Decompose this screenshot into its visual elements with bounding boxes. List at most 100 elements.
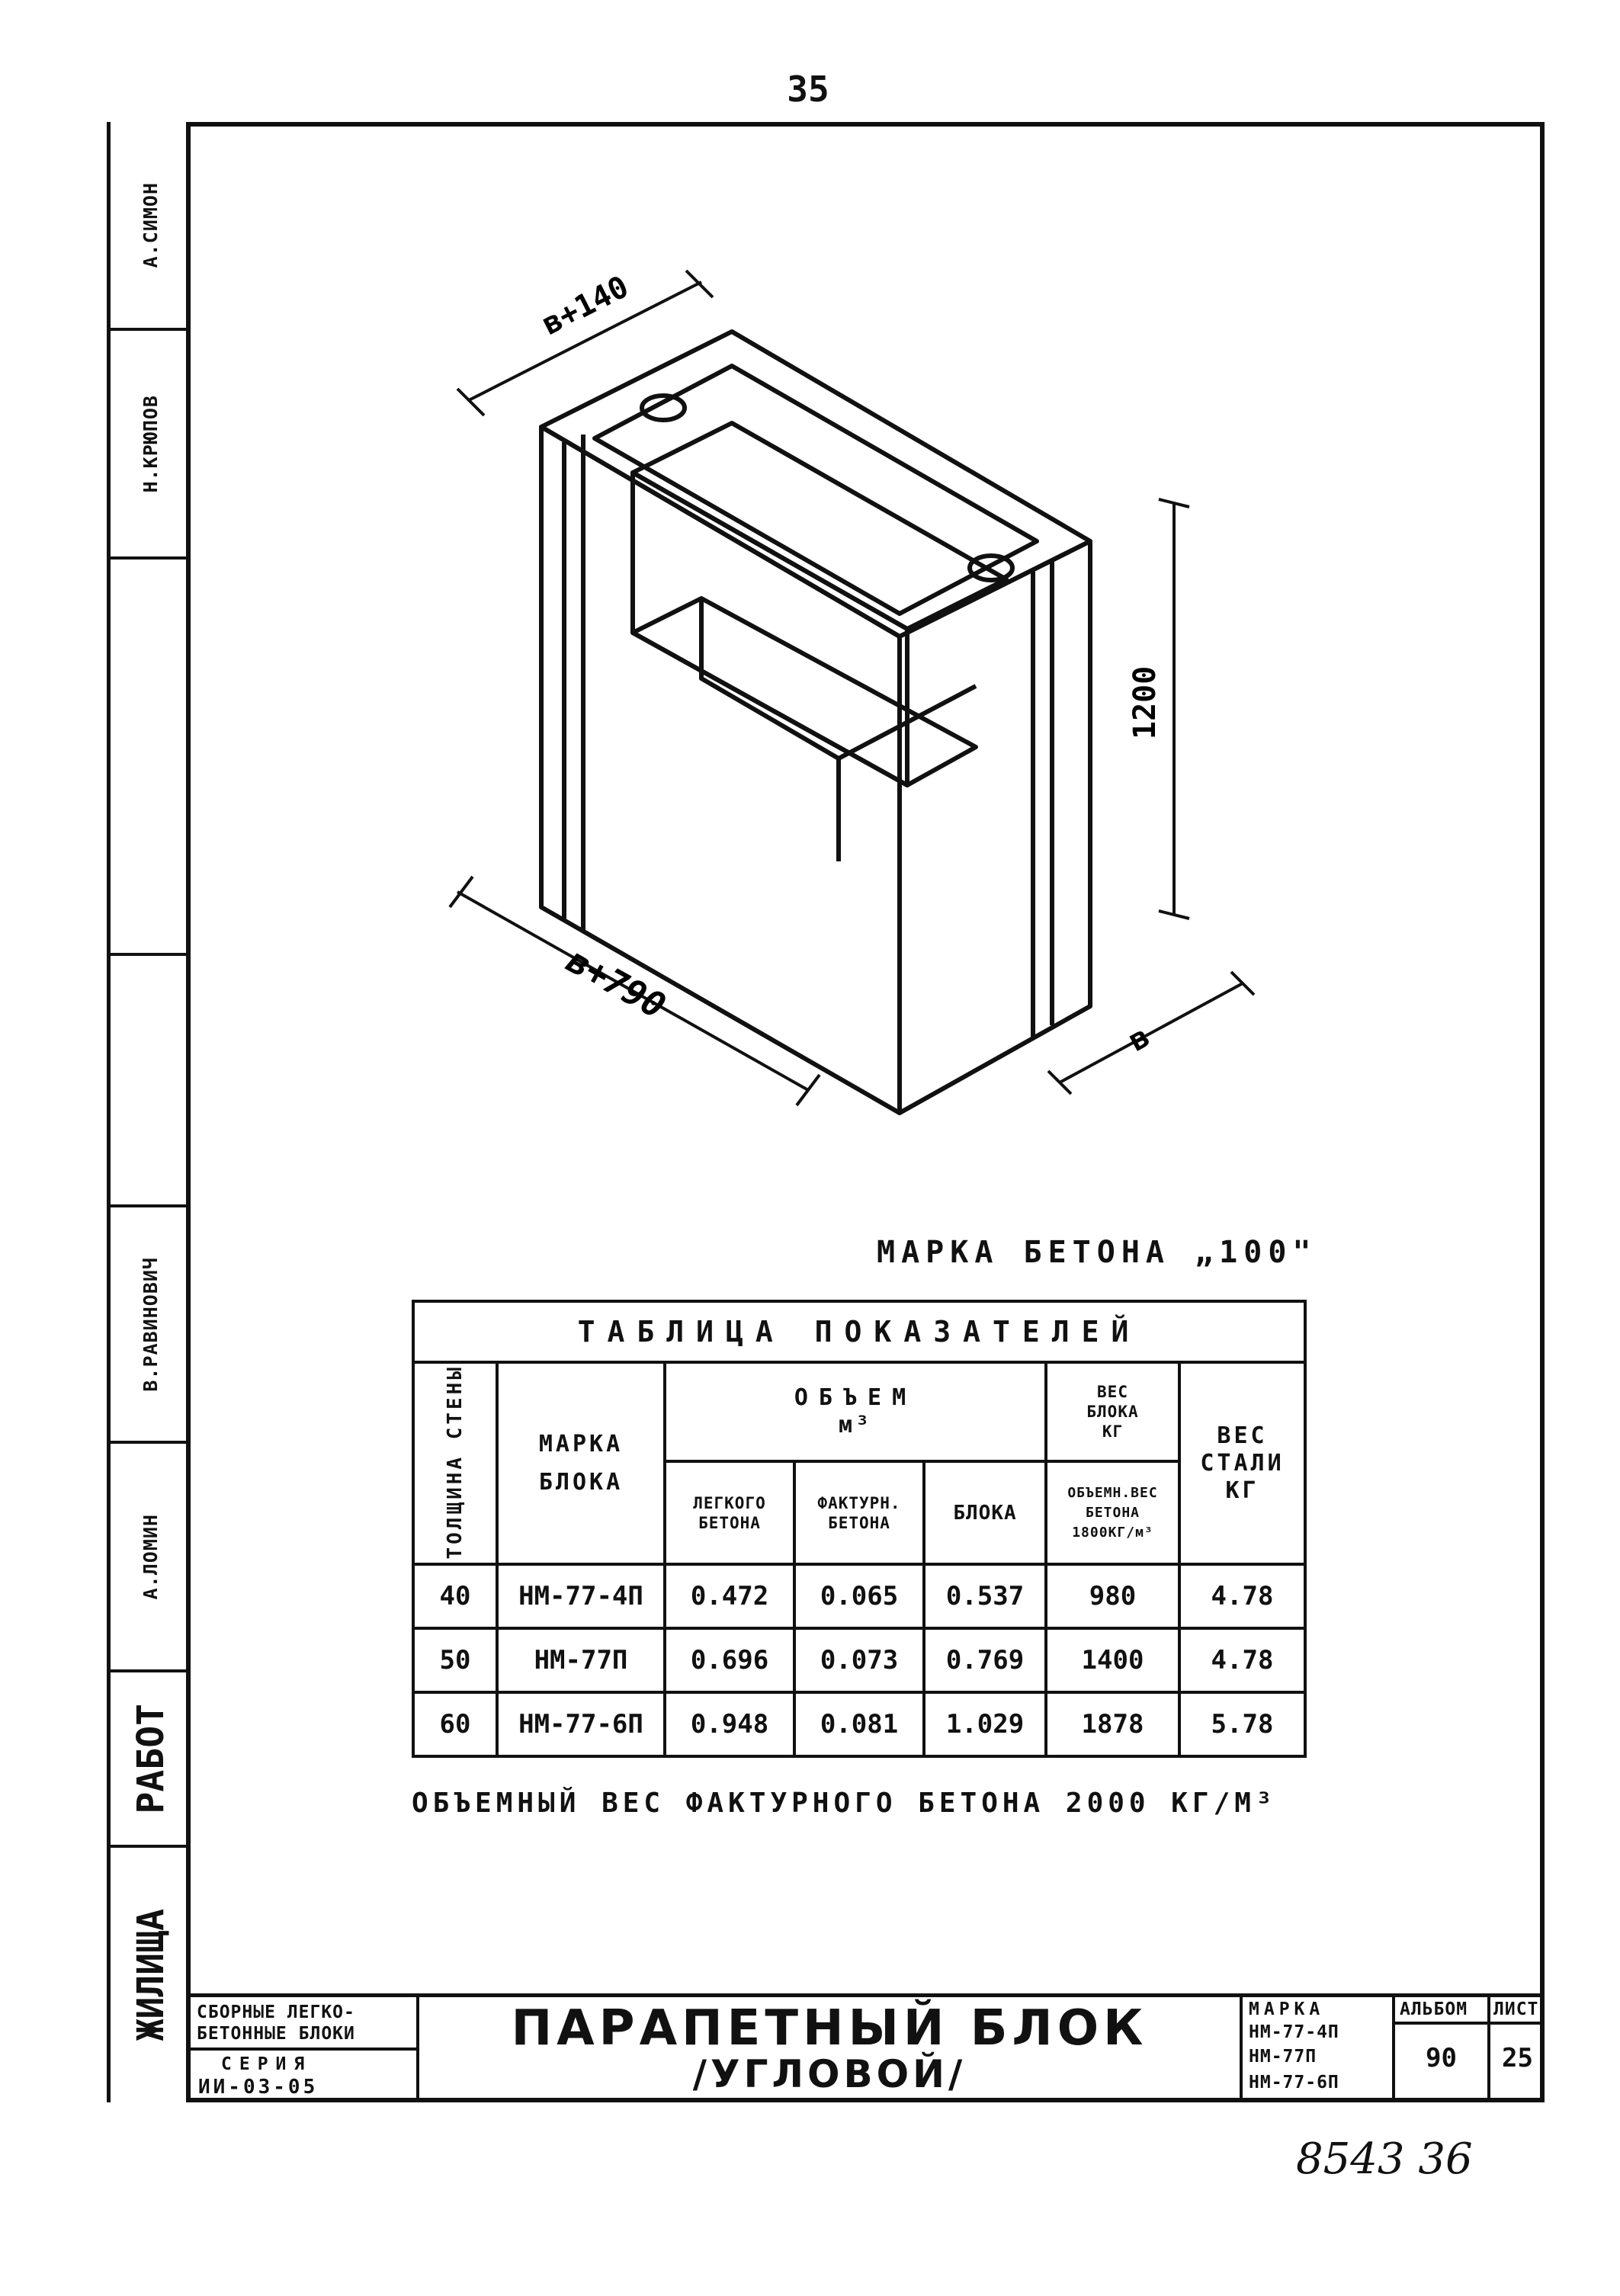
series-divider xyxy=(191,2047,416,2051)
indicators-table: ТАБЛИЦА ПОКАЗАТЕЛЕЙ ТОЛЩИНА СТЕНЫ МАРКА … xyxy=(412,1300,1307,1758)
title-block-album: АЛЬБОМ 90 xyxy=(1395,1997,1490,2102)
dim-line-base xyxy=(457,890,809,1092)
block-top-rim xyxy=(539,329,1092,639)
album-value: 90 xyxy=(1426,2043,1457,2073)
header-block: БЛОКА xyxy=(922,1460,1047,1566)
header-steel-line1: ВЕС xyxy=(1217,1422,1268,1449)
table-row: 50 НМ-77П 0.696 0.073 0.769 1400 4.78 xyxy=(412,1627,1307,1694)
recess-front xyxy=(630,470,909,787)
signature-1: А.СИМОН xyxy=(140,181,162,268)
album-divider xyxy=(1395,2022,1487,2025)
series-desc-line2: БЕТОННЫЕ БЛОКИ xyxy=(197,2024,355,2044)
sheet-number: 35 xyxy=(787,69,829,110)
recess-floor xyxy=(630,596,978,787)
header-weight-sub-line1: ОБЪЕМН.ВЕС xyxy=(1067,1484,1158,1501)
mark-item-2: НМ-77П xyxy=(1249,2047,1317,2067)
block-side-face xyxy=(897,539,1092,1115)
cell-block: 0.769 xyxy=(922,1627,1047,1694)
header-weight-line2: БЛОКА xyxy=(1086,1403,1139,1421)
cell-light: 0.472 xyxy=(663,1563,796,1630)
mark-item-3: НМ-77-6П xyxy=(1249,2073,1339,2092)
title-block: СБОРНЫЕ ЛЕГКО- БЕТОННЫЕ БЛОКИ СЕРИЯ ИИ-0… xyxy=(191,1993,1545,2102)
header-weight-sub-line2: БЕТОНА xyxy=(1085,1504,1140,1521)
dim-label-depth: в xyxy=(1123,1019,1156,1059)
header-light-concrete: ЛЕГКОГО БЕТОНА xyxy=(663,1460,796,1566)
table-row: 60 НМ-77-6П 0.948 0.081 1.029 1878 5.78 xyxy=(412,1691,1307,1758)
header-weight-sub-line3: 1800КГ/м³ xyxy=(1072,1524,1153,1541)
cell-light: 0.696 xyxy=(663,1627,796,1694)
header-mark-line1: МАРКА xyxy=(538,1430,624,1457)
header-volume-line2: м³ xyxy=(838,1412,873,1438)
drawing-subtitle: /УГЛОВОЙ/ xyxy=(692,2052,967,2096)
drawing-frame xyxy=(186,122,1545,2102)
stamp-line-1: ЖИЛИЩА xyxy=(129,1909,172,2041)
sheet-value: 25 xyxy=(1502,2043,1533,2073)
cell-steel: 4.78 xyxy=(1178,1563,1307,1630)
header-light-line2: БЕТОНА xyxy=(698,1513,761,1532)
cell-mark: НМ-77П xyxy=(496,1627,666,1694)
step-line-2 xyxy=(837,684,977,761)
margin-cell-6: А.ЛОМИН xyxy=(111,1441,191,1669)
header-thickness: ТОЛЩИНА СТЕНЫ xyxy=(412,1361,499,1566)
sheet-header: ЛИСТ xyxy=(1493,1999,1539,2019)
cell-weight: 1400 xyxy=(1044,1627,1181,1694)
cell-thickness: 50 xyxy=(412,1627,499,1694)
margin-cell-5: В.РАВИНОВИЧ xyxy=(111,1204,191,1441)
header-weight-line3: КГ xyxy=(1102,1422,1124,1441)
header-steel-line3: КГ xyxy=(1225,1477,1259,1504)
title-block-series: СБОРНЫЕ ЛЕГКО- БЕТОННЫЕ БЛОКИ СЕРИЯ ИИ-0… xyxy=(191,1997,419,2102)
left-margin-strip: А.СИМОН Н.КРЮПОВ В.РАВИНОВИЧ А.ЛОМИН РАБ… xyxy=(107,122,191,2102)
signature-2: Н.КРЮПОВ xyxy=(140,394,162,493)
signature-3: В.РАВИНОВИЧ xyxy=(140,1256,162,1392)
dim-label-height: 1200 xyxy=(1128,666,1163,739)
margin-cell-3 xyxy=(111,556,191,953)
margin-cell-2: Н.КРЮПОВ xyxy=(111,328,191,556)
series-desc-line1: СБОРНЫЕ ЛЕГКО- xyxy=(197,2003,355,2022)
cell-weight: 980 xyxy=(1044,1563,1181,1630)
block-front-face xyxy=(539,425,902,1115)
lifting-hole-left xyxy=(640,393,687,422)
header-mark: МАРКА БЛОКА xyxy=(496,1361,666,1566)
header-steel-line2: СТАЛИ xyxy=(1200,1449,1285,1477)
title-block-title: ПАРАПЕТНЫЙ БЛОК /УГЛОВОЙ/ xyxy=(419,1997,1243,2102)
header-facing-concrete: ФАКТУРН. БЕТОНА xyxy=(793,1460,925,1566)
step-line xyxy=(699,598,841,861)
header-steel: ВЕС СТАЛИ КГ xyxy=(1178,1361,1307,1566)
parapet-block-drawing: в+140 1200 в+790 в xyxy=(448,269,1256,1115)
dim-line-top xyxy=(468,281,702,402)
drawing-title: ПАРАПЕТНЫЙ БЛОК xyxy=(511,2000,1148,2057)
stamp-line-2: РАБОТ xyxy=(129,1703,172,1814)
table-row: 40 НМ-77-4П 0.472 0.065 0.537 980 4.78 xyxy=(412,1563,1307,1630)
album-header: АЛЬБОМ xyxy=(1400,1999,1468,2019)
handwritten-archive-number: 8543 36 xyxy=(1296,2134,1473,2184)
series-label: СЕРИЯ xyxy=(221,2054,313,2074)
header-weight: ВЕС БЛОКА КГ xyxy=(1044,1361,1181,1463)
cell-steel: 4.78 xyxy=(1178,1627,1307,1694)
cell-weight: 1878 xyxy=(1044,1691,1181,1758)
cell-facing: 0.081 xyxy=(793,1691,925,1758)
margin-cell-4 xyxy=(111,953,191,1204)
facing-concrete-note: ОБЪЕМНЫЙ ВЕС ФАКТУРНОГО БЕТОНА 2000 КГ/М… xyxy=(412,1788,1277,1819)
header-volume-line1: ОБЪЕМ xyxy=(794,1384,917,1411)
cell-steel: 5.78 xyxy=(1178,1691,1307,1758)
cell-thickness: 40 xyxy=(412,1563,499,1630)
table-caption: ТАБЛИЦА ПОКАЗАТЕЛЕЙ xyxy=(412,1300,1307,1364)
header-volume: ОБЪЕМ м³ xyxy=(663,1361,1047,1463)
cell-facing: 0.073 xyxy=(793,1627,925,1694)
cell-block: 1.029 xyxy=(922,1691,1047,1758)
lifting-hole-right xyxy=(967,553,1015,582)
header-weight-sub: ОБЪЕМН.ВЕС БЕТОНА 1800КГ/м³ xyxy=(1044,1460,1181,1566)
header-facing-line2: БЕТОНА xyxy=(828,1513,890,1532)
signature-4: А.ЛОМИН xyxy=(140,1513,162,1600)
sheet-divider xyxy=(1490,2022,1545,2025)
cell-block: 0.537 xyxy=(922,1563,1047,1630)
dim-label-top: в+140 xyxy=(537,269,634,342)
concrete-grade: МАРКА БЕТОНА „100" xyxy=(877,1235,1317,1270)
cell-facing: 0.065 xyxy=(793,1563,925,1630)
margin-cell-8: ЖИЛИЩА xyxy=(111,1845,191,2102)
margin-cell-1: А.СИМОН xyxy=(111,122,191,328)
header-facing-line1: ФАКТУРН. xyxy=(817,1493,901,1512)
block-top-inner xyxy=(592,364,1039,616)
margin-cell-7: РАБОТ xyxy=(111,1669,191,1845)
header-mark-line2: БЛОКА xyxy=(538,1468,624,1496)
